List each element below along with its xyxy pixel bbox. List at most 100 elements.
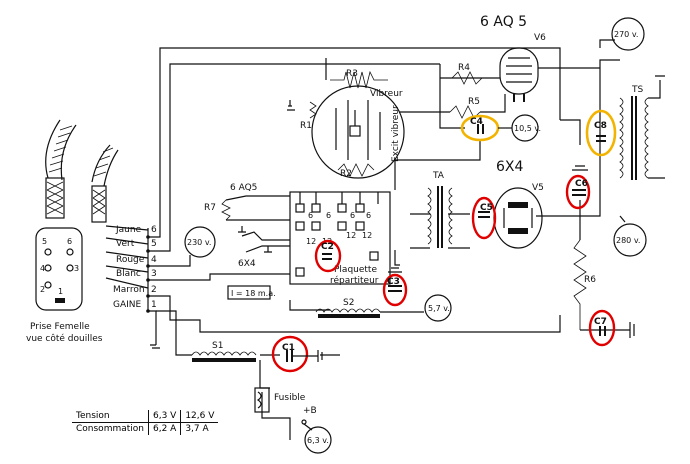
r2-label: R2 bbox=[340, 169, 352, 179]
voltage-270: 270 v. bbox=[614, 30, 638, 39]
r6-resistor bbox=[573, 239, 587, 330]
socket-title: Prise Femelle bbox=[30, 322, 90, 332]
c6-highlight bbox=[565, 174, 591, 210]
terminal-label: Blanc bbox=[116, 269, 141, 279]
voltage-280-bubble bbox=[613, 223, 647, 257]
c6-label: C6 bbox=[575, 179, 588, 189]
terminal-label: Jaune bbox=[115, 225, 142, 235]
socket-pin-label: 1 bbox=[58, 287, 63, 296]
spec-value: 12,6 V bbox=[180, 410, 219, 423]
spec-value: 6,2 A bbox=[147, 422, 181, 435]
socket-6aq5-label: 6 AQ5 bbox=[230, 183, 257, 193]
repartiteur-label: répartiteur bbox=[330, 275, 379, 286]
terminal-label: GAINE bbox=[113, 300, 142, 310]
c3-label: C3 bbox=[387, 277, 400, 287]
spec-label: Tension bbox=[72, 410, 149, 423]
r7-label: R7 bbox=[204, 203, 216, 213]
socket-pin-label: 2 bbox=[40, 285, 45, 294]
c1-highlight bbox=[271, 335, 309, 373]
socket-subtitle: vue côté douilles bbox=[26, 333, 103, 344]
terminal-number: 5 bbox=[151, 239, 157, 249]
socket-pin-6 bbox=[66, 248, 74, 256]
terminal-label: Vert bbox=[116, 239, 135, 249]
v5-ref-label: V5 bbox=[532, 183, 544, 193]
socket-pin-label: 4 bbox=[40, 264, 45, 273]
spec-label: Consommation bbox=[76, 424, 144, 434]
c7-label: C7 bbox=[594, 317, 607, 327]
socket-pin-2 bbox=[44, 281, 52, 289]
current-note-box bbox=[227, 285, 271, 300]
plaquette-pin: 6 bbox=[366, 211, 371, 220]
voltage-10-5: 10,5 v. bbox=[514, 124, 541, 133]
terminal-strip: Jaune Vert Rouge Blanc Marron GAINE 6 5 … bbox=[113, 225, 157, 313]
c7-highlight bbox=[588, 309, 616, 347]
excit-vibreur-label: Excit vibreur bbox=[391, 105, 401, 162]
spec-value: 6,3 V bbox=[147, 410, 181, 423]
c7-capacitor bbox=[588, 309, 616, 347]
spec-table: Tension 6,3 V 12,6 V Consommation 6,2 A … bbox=[72, 410, 219, 435]
socket-6x4-label: 6X4 bbox=[238, 259, 256, 269]
c2-capacitor bbox=[314, 239, 342, 273]
voltage-230-bubble bbox=[184, 226, 216, 258]
socket-pin-3 bbox=[66, 264, 74, 272]
s1-choke bbox=[191, 351, 257, 362]
s2-label: S2 bbox=[343, 298, 354, 308]
c3-highlight bbox=[382, 273, 408, 307]
socket-pin-5 bbox=[44, 248, 52, 256]
c6-capacitor bbox=[565, 174, 591, 210]
vibreur-label: Vibreur bbox=[370, 89, 403, 99]
v5-type-label: 6X4 bbox=[496, 159, 523, 175]
c3-capacitor bbox=[382, 273, 408, 307]
r4-resistor bbox=[451, 71, 483, 85]
wiring bbox=[148, 39, 620, 440]
socket-pin-label: 5 bbox=[42, 237, 47, 246]
c2-highlight bbox=[314, 239, 342, 273]
r3-label: R3 bbox=[346, 69, 358, 79]
v5-tube bbox=[493, 187, 543, 249]
v6-ref-label: V6 bbox=[534, 33, 546, 43]
v6-type-label: 6 AQ 5 bbox=[480, 14, 527, 30]
fusible-label: Fusible bbox=[274, 393, 306, 403]
ts-transformer bbox=[619, 75, 665, 180]
voltage-6-3: 6,3 v. bbox=[307, 436, 329, 445]
terminal-number: 3 bbox=[151, 269, 157, 279]
plaquette-pin: 6 bbox=[308, 211, 313, 220]
cable-assembly bbox=[45, 119, 149, 289]
current-note: I = 18 m.a. bbox=[231, 289, 276, 298]
voltage-5-7-bubble bbox=[424, 294, 452, 322]
v6-tube bbox=[499, 47, 539, 102]
c4-label: C4 bbox=[470, 117, 483, 127]
ta-label: TA bbox=[432, 171, 445, 181]
terminal-number: 6 bbox=[151, 225, 157, 235]
b-plus-label: +B bbox=[303, 406, 317, 416]
r6-label: R6 bbox=[584, 275, 596, 285]
c5-highlight bbox=[471, 196, 497, 240]
r4-label: R4 bbox=[458, 63, 470, 73]
table-row: Tension 6,3 V 12,6 V bbox=[72, 410, 219, 423]
vibrator bbox=[311, 70, 405, 179]
voltage-230: 230 v. bbox=[187, 238, 211, 247]
terminal-label: Rouge bbox=[116, 255, 145, 265]
spec-value: 3,7 A bbox=[180, 422, 219, 435]
voltage-270-bubble bbox=[611, 17, 645, 51]
plaquette-repartiteur bbox=[289, 191, 391, 285]
socket-pin-label: 6 bbox=[67, 237, 72, 246]
c5-capacitor bbox=[471, 196, 497, 240]
terminal-number: 1 bbox=[151, 300, 157, 310]
voltage-10-5-bubble bbox=[511, 114, 539, 142]
s1-label: S1 bbox=[212, 341, 223, 351]
c8-highlight bbox=[585, 109, 617, 157]
terminal-label: Marron bbox=[113, 285, 145, 295]
voltage-5-7: 5,7 v. bbox=[428, 304, 450, 313]
c8-label: C8 bbox=[594, 121, 607, 131]
plaquette-pin: 6 bbox=[326, 211, 331, 220]
c2-label: C2 bbox=[321, 242, 334, 252]
r1-label: R1 bbox=[300, 121, 312, 131]
socket-pin-4 bbox=[44, 264, 52, 272]
c1-label: C1 bbox=[282, 343, 295, 353]
socket-key bbox=[55, 298, 65, 303]
s2-choke bbox=[315, 308, 381, 318]
voltage-6-3-bubble bbox=[304, 426, 332, 454]
c5-label: C5 bbox=[480, 203, 493, 213]
